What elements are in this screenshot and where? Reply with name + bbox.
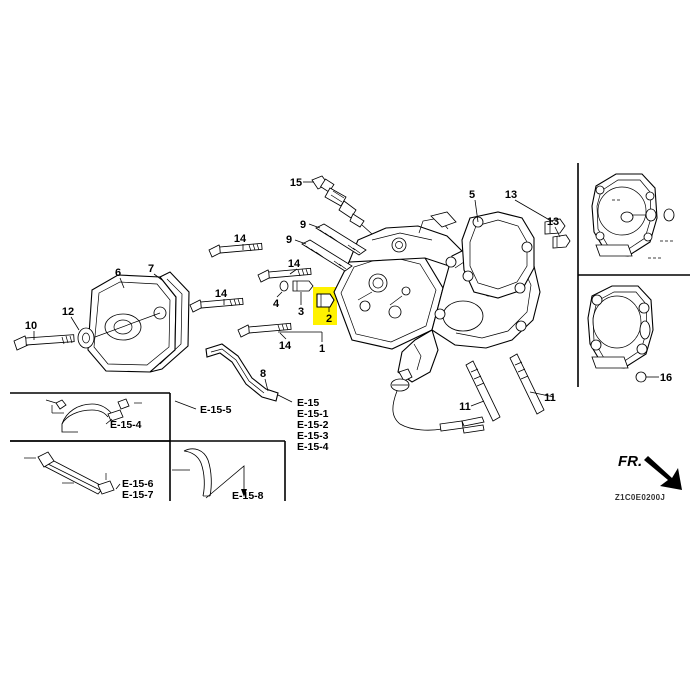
inset-ref-e15-7: E-15-7 bbox=[122, 489, 154, 501]
callout-labels: 15 9 9 5 13 13 14 14 14 14 4 3 2 1 6 7 1… bbox=[25, 177, 672, 413]
fr-label: FR. bbox=[618, 453, 642, 470]
dowel-pin-13b bbox=[552, 234, 571, 249]
ref-e15: E-15 bbox=[297, 397, 319, 409]
washer-12 bbox=[77, 327, 95, 349]
inset-panel-bottom-mid: E-15-8 bbox=[170, 440, 286, 502]
inset-ref-e15-4: E-15-4 bbox=[110, 419, 142, 431]
orientation-marker: FR. bbox=[618, 453, 682, 490]
oil-alert-sensor bbox=[390, 368, 485, 434]
callout-12: 12 bbox=[62, 306, 74, 318]
callout-11a: 11 bbox=[459, 401, 471, 413]
leader-lines bbox=[33, 181, 659, 410]
cover-bolt-10 bbox=[13, 334, 75, 351]
callout-16: 16 bbox=[660, 372, 672, 384]
callout-9b: 9 bbox=[286, 234, 292, 246]
callout-15: 15 bbox=[290, 177, 302, 189]
reference-list-e15: E-15 E-15-1 E-15-2 E-15-3 E-15-4 bbox=[297, 397, 329, 453]
valve-guide-3 bbox=[292, 280, 314, 292]
ref-e15-4: E-15-4 bbox=[297, 441, 329, 453]
ref-e15-1: E-15-1 bbox=[297, 408, 329, 420]
inset-panel-bottom-left: E-15-6 E-15-7 bbox=[10, 440, 171, 501]
diagram-code: Z1C0E0200J bbox=[615, 493, 665, 502]
inset-ref-e15-6: E-15-6 bbox=[122, 478, 154, 490]
callout-13a: 13 bbox=[505, 189, 517, 201]
breather-tube bbox=[205, 343, 279, 402]
flange-bolt-14b bbox=[257, 267, 312, 283]
valve-cover-gasket bbox=[149, 271, 190, 373]
cylinder-head-assembly bbox=[333, 211, 541, 383]
spark-plug bbox=[311, 175, 373, 235]
stud-bolt-9b bbox=[301, 239, 353, 272]
callout-7: 7 bbox=[148, 263, 154, 275]
callout-14c: 14 bbox=[215, 288, 228, 300]
callout-13b: 13 bbox=[547, 216, 559, 228]
inset-panel-top-left: E-15-4 bbox=[10, 392, 171, 442]
callout-2: 2 bbox=[326, 313, 332, 325]
flange-bolt-14d bbox=[237, 322, 292, 338]
head-gasket bbox=[461, 211, 535, 299]
long-stud-11b bbox=[509, 353, 545, 415]
callout-4: 4 bbox=[273, 298, 280, 310]
callout-6: 6 bbox=[115, 267, 121, 279]
callout-14a: 14 bbox=[234, 233, 247, 245]
callout-3: 3 bbox=[298, 306, 304, 318]
valve-seal-2-highlighted bbox=[316, 293, 335, 308]
callout-1: 1 bbox=[319, 343, 325, 355]
long-stud-11a bbox=[465, 360, 501, 422]
valve-seal-4 bbox=[279, 280, 289, 292]
callout-9a: 9 bbox=[300, 219, 306, 231]
dowel-pin-13a bbox=[544, 218, 566, 235]
ref-e15-2: E-15-2 bbox=[297, 419, 329, 431]
stud-bolt-9a bbox=[315, 223, 367, 256]
flange-bolt-14a bbox=[208, 242, 263, 258]
flange-bolt-14c bbox=[189, 297, 244, 313]
callout-11b: 11 bbox=[544, 392, 556, 404]
callout-14d: 14 bbox=[279, 340, 292, 352]
inset-ref-e15-8: E-15-8 bbox=[232, 490, 264, 502]
detail-box-top-right bbox=[577, 163, 690, 276]
detail-box-bottom-right bbox=[577, 275, 654, 387]
callout-8: 8 bbox=[260, 368, 266, 380]
callout-10: 10 bbox=[25, 320, 37, 332]
callout-5: 5 bbox=[469, 189, 475, 201]
callout-14b: 14 bbox=[288, 258, 301, 270]
ref-e15-5-breather: E-15-5 bbox=[200, 404, 232, 416]
ref-e15-3: E-15-3 bbox=[297, 430, 329, 442]
